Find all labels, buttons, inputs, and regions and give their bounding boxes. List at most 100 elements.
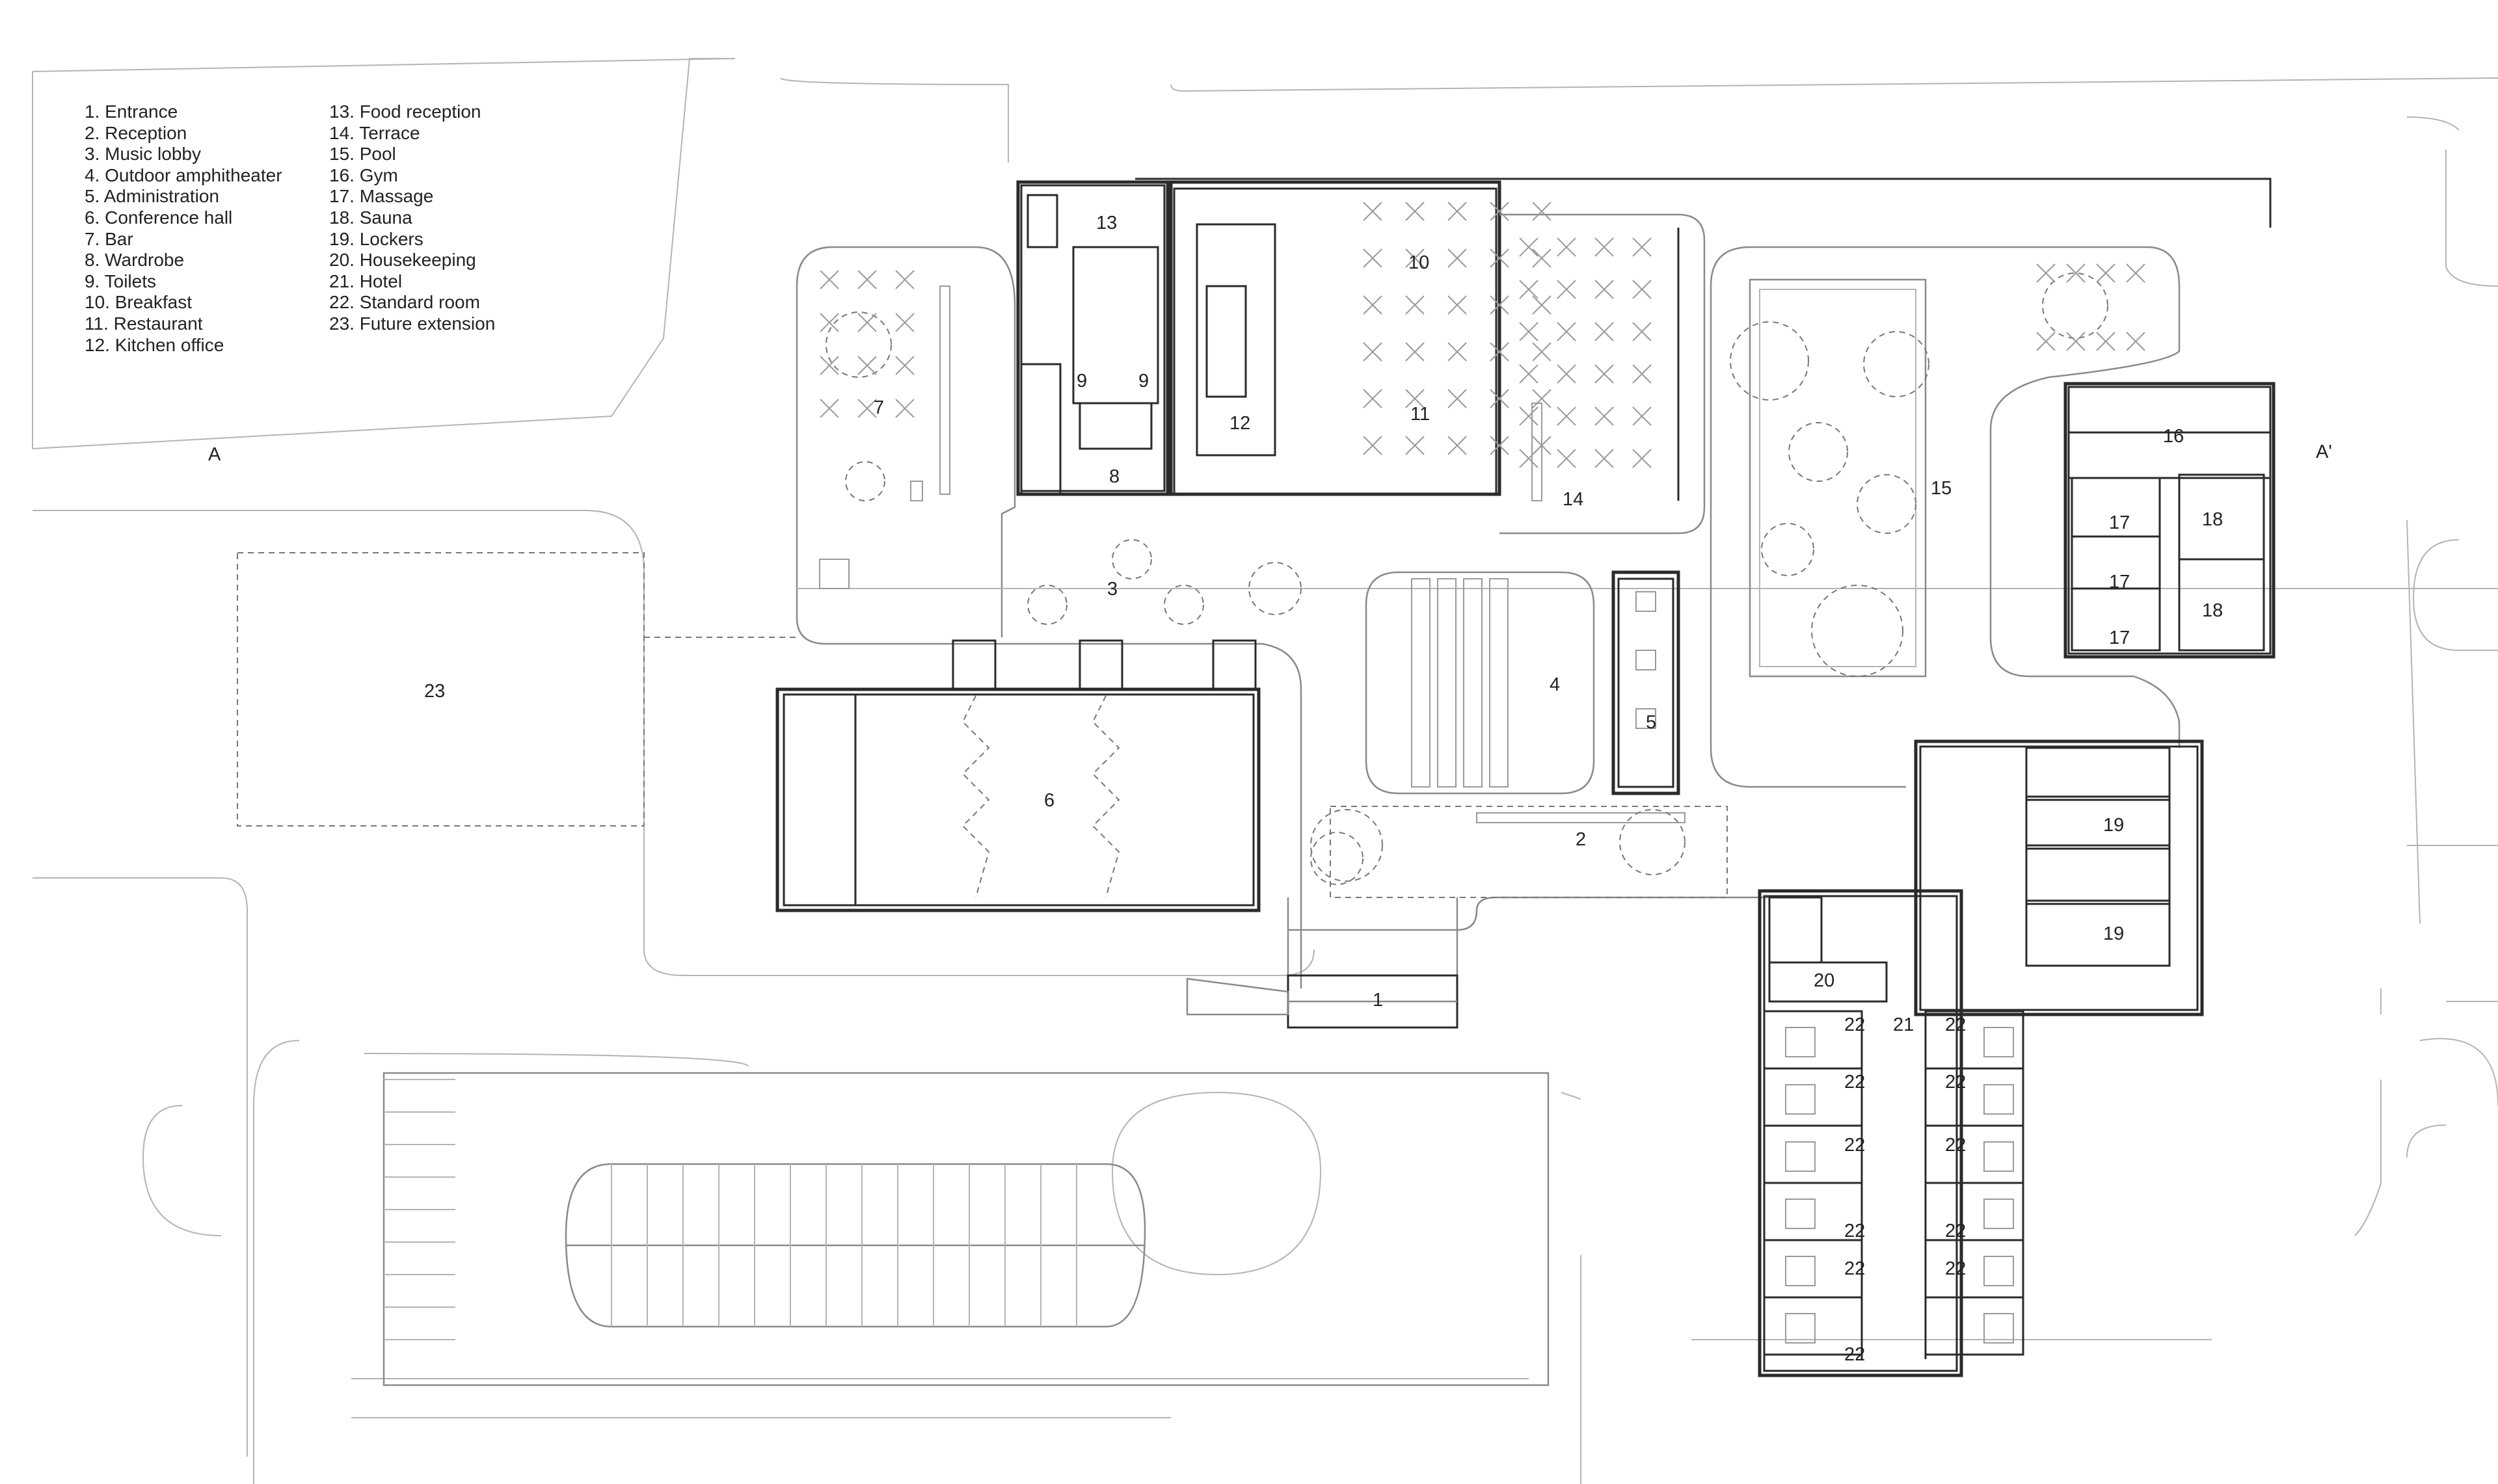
- label-standard-room: 22: [1844, 1014, 1865, 1035]
- tree-circle: [1248, 562, 1302, 615]
- legend-item: 9. Toilets: [85, 271, 156, 291]
- dining-table: [1363, 248, 1382, 268]
- dining-table: [1519, 280, 1538, 299]
- dining-table: [895, 313, 915, 332]
- tree-circle: [1112, 539, 1152, 579]
- section-mark-a-prime: A': [2316, 442, 2332, 462]
- dining-table: [1557, 406, 1576, 426]
- seat-row: [1489, 578, 1509, 788]
- legend-item: 8. Wardrobe: [85, 250, 185, 271]
- label-massage-2: 17: [2109, 572, 2130, 592]
- tree-circle: [1730, 321, 1809, 401]
- label-future-extension: 23: [424, 681, 445, 702]
- dining-table: [1519, 449, 1538, 468]
- reception-desk: [1476, 812, 1685, 823]
- dining-table: [1594, 364, 1614, 384]
- dining-table: [1363, 202, 1382, 221]
- legend-item: 5. Administration: [85, 186, 219, 207]
- dining-table: [1447, 295, 1467, 315]
- site-outline: [32, 58, 2498, 1484]
- dining-table: [1363, 436, 1382, 455]
- amphitheater: [1365, 571, 1595, 795]
- legend-item: 21. Hotel: [329, 271, 403, 291]
- dining-table: [1594, 237, 1614, 257]
- dining-table: [1405, 295, 1425, 315]
- entrance-canopy: [1186, 974, 1458, 1029]
- dining-table: [2126, 263, 2145, 283]
- label-toilets-left: 9: [1077, 371, 1087, 391]
- label-standard-room: 22: [1945, 1014, 1966, 1035]
- tree-circle: [2042, 272, 2108, 339]
- dining-table: [1363, 342, 1382, 362]
- pool-area: [1710, 246, 2181, 788]
- dining-table: [1405, 342, 1425, 362]
- conference-hall: [775, 639, 1261, 912]
- dining-table: [1532, 248, 1551, 268]
- hotel-room: [1924, 1067, 2024, 1127]
- dining-table: [1363, 295, 1382, 315]
- label-kitchen-office: 12: [1229, 413, 1250, 434]
- label-amphitheater: 4: [1550, 674, 1560, 695]
- dining-table: [1405, 248, 1425, 268]
- bed: [1785, 1084, 1816, 1115]
- tree-circle: [1619, 809, 1685, 875]
- label-administration: 5: [1646, 712, 1656, 733]
- label-lockers-2: 19: [2103, 923, 2124, 944]
- label-massage-1: 17: [2109, 512, 2130, 533]
- dining-table: [1532, 342, 1551, 362]
- tree-circle: [1310, 809, 1383, 882]
- label-sauna-2: 18: [2202, 600, 2223, 621]
- dining-table: [2066, 263, 2086, 283]
- future-extension-zone: [237, 552, 645, 827]
- label-standard-room: 22: [1945, 1258, 1966, 1279]
- dining-table: [895, 270, 915, 289]
- label-pool: 15: [1931, 478, 1952, 499]
- dining-table: [1557, 322, 1576, 341]
- main-building-outline: [796, 246, 2498, 988]
- label-massage-3: 17: [2109, 628, 2130, 648]
- bed: [1785, 1141, 1816, 1172]
- seat-row: [1437, 578, 1457, 788]
- label-gym: 16: [2163, 426, 2184, 447]
- dining-table: [857, 313, 877, 332]
- tree-circle: [826, 311, 892, 378]
- hotel-room: [1924, 1296, 2024, 1356]
- tree-circles: [826, 272, 2108, 885]
- label-standard-room: 22: [1945, 1221, 1966, 1241]
- dining-table: [1532, 389, 1551, 408]
- bed: [1983, 1256, 2014, 1286]
- legend-column-2: 13. Food reception 14. Terrace 15. Pool …: [329, 101, 495, 335]
- label-entrance: 1: [1373, 990, 1383, 1011]
- bed: [1983, 1027, 2014, 1057]
- label-food-reception: 13: [1096, 213, 1117, 233]
- dining-table: [1594, 322, 1614, 341]
- spa-block: [2063, 382, 2276, 659]
- dining-table: [2126, 332, 2145, 351]
- bed: [1983, 1141, 2014, 1172]
- label-hotel: 21: [1893, 1014, 1914, 1035]
- legend-item: 14. Terrace: [329, 122, 420, 143]
- dining-table: [2036, 263, 2056, 283]
- tree-circle: [1863, 331, 1929, 397]
- tree-circle: [1761, 523, 1814, 576]
- dining-table: [1490, 295, 1509, 315]
- dining-table: [1594, 406, 1614, 426]
- dining-tables: [820, 202, 2145, 468]
- bed: [1983, 1084, 2014, 1115]
- label-toilets-right: 9: [1138, 371, 1149, 391]
- dining-table: [895, 356, 915, 375]
- label-wardrobe: 8: [1109, 466, 1120, 487]
- tree-circle: [1788, 422, 1848, 482]
- tree-circle: [845, 461, 885, 501]
- dining-table: [820, 399, 839, 418]
- dining-table: [1363, 389, 1382, 408]
- hotel-room: [1924, 1239, 2024, 1299]
- legend-item: 20. Housekeeping: [329, 250, 476, 271]
- label-reception: 2: [1576, 829, 1586, 850]
- bed: [1785, 1256, 1816, 1286]
- dining-table: [2096, 332, 2115, 351]
- label-terrace: 14: [1563, 489, 1583, 510]
- legend-item: 13. Food reception: [329, 101, 481, 122]
- dining-table: [1519, 364, 1538, 384]
